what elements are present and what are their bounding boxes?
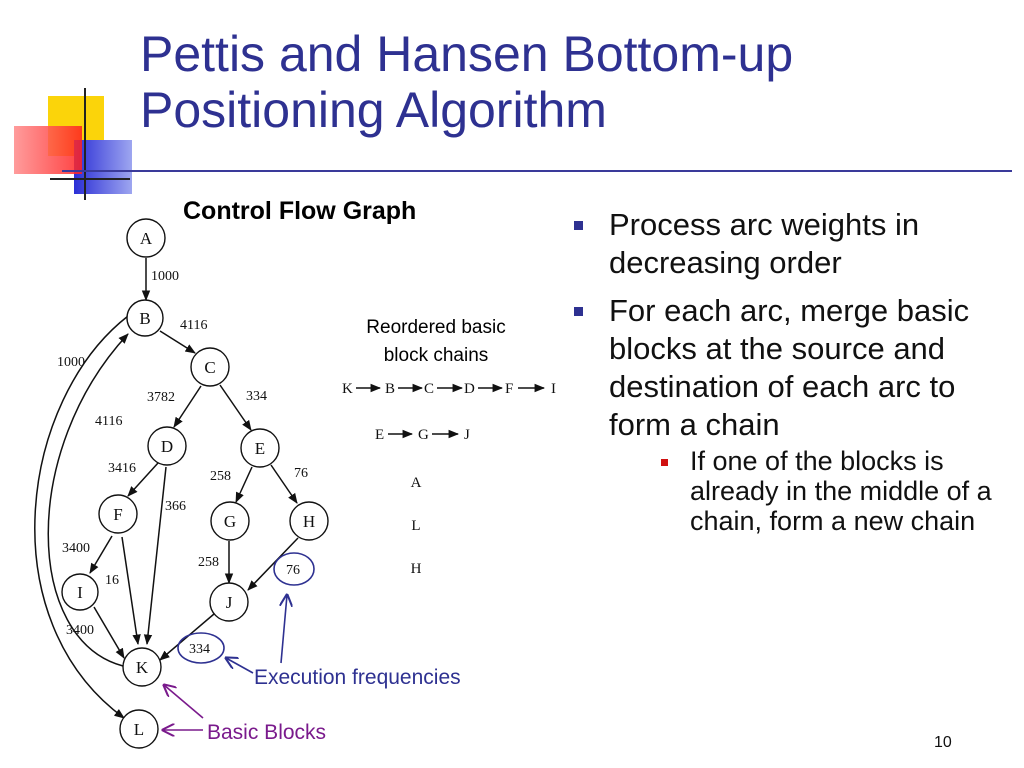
edge-d-f xyxy=(127,462,159,497)
basic-blocks-label: Basic Blocks xyxy=(207,721,326,744)
highlight-ellipse-76 xyxy=(273,552,315,586)
node-i-label: I xyxy=(77,583,83,602)
chain-1: K B C D F I xyxy=(342,381,556,397)
exec-freq-pointer-2 xyxy=(226,658,254,674)
chain-2-block-j: J xyxy=(464,427,470,443)
chain-1-block-c: C xyxy=(424,381,434,397)
edge-e-g xyxy=(235,466,253,503)
node-e: E xyxy=(240,428,280,468)
chain-1-block-i: I xyxy=(551,381,556,397)
weight-a-b: 1000 xyxy=(151,269,179,284)
edge-d-k xyxy=(143,466,167,646)
bullet-2-text: For each arc, merge basic blocks at the … xyxy=(609,293,970,442)
weight-e-h: 76 xyxy=(294,466,308,481)
sub-bullet-1: If one of the blocks is already in the m… xyxy=(609,446,1017,536)
page-number: 10 xyxy=(934,734,952,751)
basic-blocks-pointer-1 xyxy=(164,685,204,719)
node-b: B xyxy=(126,299,164,337)
chain-3-block-a: A xyxy=(411,475,422,491)
node-h-label: H xyxy=(303,512,315,531)
weight-g-j: 258 xyxy=(198,555,219,570)
node-l: L xyxy=(119,709,159,749)
node-c: C xyxy=(190,347,230,387)
decor-blue-square xyxy=(74,140,132,194)
node-j: J xyxy=(209,582,249,622)
bullet-marker xyxy=(574,307,583,316)
bullet-marker xyxy=(574,221,583,230)
node-k: K xyxy=(122,647,162,687)
weight-k-b: 4116 xyxy=(95,414,122,429)
node-e-label: E xyxy=(255,439,265,458)
chain-1-block-f: F xyxy=(505,381,513,397)
node-d: D xyxy=(147,426,187,466)
weight-i-k: 3400 xyxy=(66,623,94,638)
edge-h-j xyxy=(247,537,299,591)
decor-horizontal-line xyxy=(50,178,130,180)
chain-1-block-k: K xyxy=(342,381,353,397)
reordered-label-line1: Reordered basic xyxy=(366,317,505,338)
node-c-label: C xyxy=(204,358,215,377)
bullet-2: For each arc, merge basic blocks at the … xyxy=(572,292,1017,536)
node-d-label: D xyxy=(161,437,173,456)
sub-bullet-marker xyxy=(661,459,668,466)
node-f: F xyxy=(98,494,138,534)
bullet-1-text: Process arc weights in decreasing order xyxy=(609,207,920,280)
node-j-label: J xyxy=(226,593,233,612)
weight-f-k: 16 xyxy=(105,573,119,588)
weight-b-c: 4116 xyxy=(180,318,207,333)
node-g: G xyxy=(210,501,250,541)
node-f-label: F xyxy=(113,505,122,524)
title-rule xyxy=(62,170,1012,172)
node-i: I xyxy=(61,573,99,611)
edge-i-k xyxy=(93,606,125,659)
node-h: H xyxy=(289,501,329,541)
chain-2: E G J xyxy=(375,427,470,443)
weight-c-d: 3782 xyxy=(147,390,175,405)
chain-1-block-d: D xyxy=(464,381,475,397)
weight-j-k: 334 xyxy=(189,642,210,657)
exec-freq-pointer-1 xyxy=(281,595,287,664)
edge-b-l xyxy=(34,315,129,719)
edge-f-i xyxy=(89,535,113,574)
weight-b-l: 1000 xyxy=(57,355,85,370)
execution-frequencies-label: Execution frequencies xyxy=(254,666,461,689)
node-g-label: G xyxy=(224,512,236,531)
node-a-label: A xyxy=(140,229,153,248)
chain-4-block-l: L xyxy=(411,518,420,534)
decor-vertical-line xyxy=(84,88,86,200)
edge-j-k xyxy=(159,613,215,661)
edge-b-c xyxy=(159,330,196,354)
node-k-label: K xyxy=(136,658,149,677)
chain-1-block-b: B xyxy=(385,381,395,397)
highlight-ellipse-334 xyxy=(177,632,225,664)
bullet-list: Process arc weights in decreasing order … xyxy=(572,206,1017,546)
node-b-label: B xyxy=(139,309,150,328)
chain-2-block-e: E xyxy=(375,427,384,443)
weight-d-f: 3416 xyxy=(108,461,136,476)
graph-subtitle: Control Flow Graph xyxy=(183,197,416,225)
chain-5-block-h: H xyxy=(411,561,422,577)
chain-2-block-g: G xyxy=(418,427,429,443)
weight-h-j: 76 xyxy=(286,563,300,578)
sub-bullet-1-text: If one of the blocks is already in the m… xyxy=(690,446,992,536)
node-l-label: L xyxy=(134,720,144,739)
edge-f-k xyxy=(121,536,141,646)
weight-d-k: 366 xyxy=(165,499,186,514)
edge-c-e xyxy=(219,384,252,431)
node-a: A xyxy=(126,218,166,258)
weight-c-e: 334 xyxy=(246,389,267,404)
reordered-label-line2: block chains xyxy=(384,345,489,366)
edges xyxy=(34,258,299,719)
bullet-1: Process arc weights in decreasing order xyxy=(572,206,1017,282)
edge-e-h xyxy=(270,464,298,504)
edge-weights: 1000 4116 3782 334 3416 366 258 76 3400 … xyxy=(57,269,308,657)
slide-title: Pettis and Hansen Bottom-up Positioning … xyxy=(140,26,794,138)
weight-f-i: 3400 xyxy=(62,541,90,556)
decor-red-square xyxy=(14,126,82,174)
edge-k-b xyxy=(47,333,129,667)
edge-c-d xyxy=(173,385,202,428)
weight-e-g: 258 xyxy=(210,469,231,484)
